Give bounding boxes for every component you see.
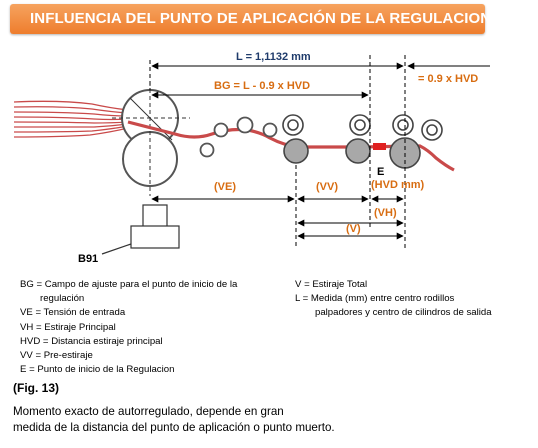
zone-vv-label: (VV) [316,181,338,193]
zone-vh-label: (VH) [374,207,397,219]
legend-hvd: HVD = Distancia estiraje principal [20,335,163,347]
zone-v-label: (V) [346,223,361,235]
legend-bg-line1: BG = Campo de ajuste para el punto de in… [20,279,238,290]
regulation-point-marker [373,143,386,150]
zone-hvd-label: (HVD mm) [371,179,425,191]
zone-e-label: E [377,166,384,178]
legend-vv: VV = Pre-estiraje [20,350,93,362]
b91-label: B91 [78,253,98,265]
figure-tag: (Fig. 13) [13,381,60,395]
legend-left: BG = Campo de ajuste para el punto de in… [20,278,285,377]
hvd-factor-label: = 0.9 x HVD [418,73,478,85]
drafting-diagram: L = 1,1132 mm BG = L - 0.9 x HVD = 0.9 x… [13,51,490,265]
legend-l-line2: palpadores y centro de cilindros de sali… [315,307,492,319]
bg-label: BG = L - 0.9 x HVD [214,80,310,92]
b91-device [101,204,180,255]
caption-line-1: Momento exacto de autorregulado, depende… [13,405,284,418]
measuring-rollers [112,82,190,196]
figure-caption: Momento exacto de autorregulado, depende… [13,404,533,436]
input-slivers [13,100,129,138]
zone-ve-label: (VE) [214,181,236,193]
legend-bg-line2: regulación [40,293,85,305]
drafting-rollers [282,114,443,169]
legend-right: V = Estiraje Total L = Medida (mm) entre… [295,278,535,321]
legend-l-line1: L = Medida (mm) entre centro rodillos [295,293,455,305]
length-label: L = 1,1132 mm [236,51,311,63]
guide-rollers [199,116,278,158]
legend-v: V = Estiraje Total [295,279,368,290]
diagram-title: INFLUENCIA DEL PUNTO DE APLICACIÓN DE LA… [30,10,492,27]
dimension-lines [151,62,490,240]
legend-vh: VH = Estiraje Principal [20,321,116,333]
legend-ve: VE = Tensión de entrada [20,307,126,319]
title-bar: INFLUENCIA DEL PUNTO DE APLICACIÓN DE LA… [10,4,491,34]
caption-line-2: medida de la distancia del punto de apli… [13,421,335,434]
legend-e: E = Punto de inicio de la Regulacion [20,364,175,376]
sliver-path [127,120,455,172]
reference-lines [149,55,406,250]
